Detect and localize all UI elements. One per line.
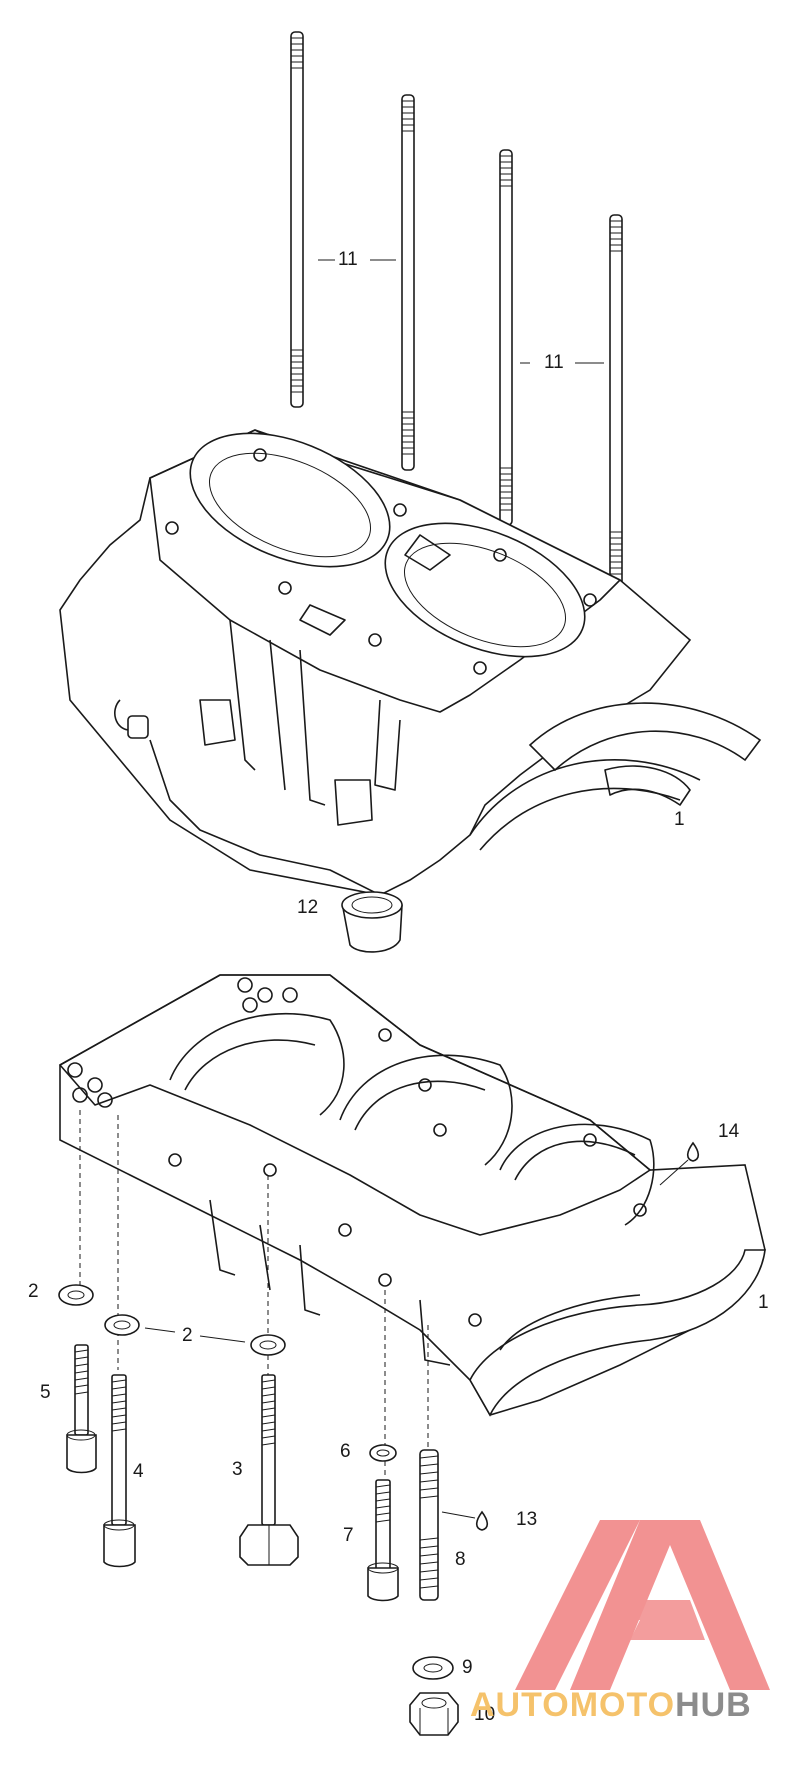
lock-washer-2b	[104, 1314, 140, 1336]
bolt-4	[103, 1374, 136, 1568]
leader-13	[441, 1511, 476, 1519]
watermark-brand: AUTOMOTOHUB	[470, 1686, 752, 1725]
stud-11-b	[401, 94, 415, 471]
lock-washer-2c	[250, 1334, 286, 1356]
sealant-drop-14	[686, 1141, 700, 1162]
callout-8: 8	[455, 1549, 466, 1570]
callout-5: 5	[40, 1382, 51, 1403]
callout-11-a: 11	[338, 249, 358, 270]
sealant-drop-13	[475, 1510, 489, 1531]
callout-1-upper: 1	[674, 809, 685, 830]
callout-10: 10	[474, 1704, 496, 1725]
lower-crankcase	[59, 974, 766, 1417]
callout-11-b: 11	[544, 352, 564, 373]
callout-7: 7	[343, 1525, 354, 1546]
stud-11-c	[499, 149, 513, 526]
callout-13: 13	[516, 1509, 538, 1530]
automotohub-logo-icon	[515, 1520, 770, 1690]
callout-1-lower: 1	[758, 1292, 769, 1313]
stud-11-d	[609, 214, 623, 591]
callout-9: 9	[462, 1657, 473, 1678]
bolt-5	[66, 1344, 97, 1474]
plug-12	[341, 891, 403, 953]
washer-6	[369, 1444, 397, 1462]
callout-12: 12	[297, 897, 319, 918]
bolt-3	[239, 1374, 299, 1566]
callout-2-a: 2	[28, 1281, 39, 1302]
callout-3: 3	[232, 1459, 243, 1480]
watermark-part2: HUB	[675, 1686, 752, 1724]
callout-14: 14	[718, 1121, 740, 1142]
stud-8	[419, 1449, 439, 1601]
lock-washer-2a	[58, 1284, 94, 1306]
callout-2-b: 2	[182, 1325, 193, 1346]
watermark-part1: AUTOMOTO	[470, 1686, 676, 1724]
stud-11-a	[290, 31, 304, 408]
washer-9	[412, 1656, 454, 1680]
upper-crankcase	[59, 429, 762, 896]
leader-14	[659, 1159, 689, 1186]
nut-10	[409, 1692, 459, 1736]
bolt-7	[367, 1479, 399, 1602]
leader-2c	[199, 1335, 246, 1343]
leader-2b	[144, 1327, 176, 1333]
callout-4: 4	[133, 1461, 144, 1482]
callout-6: 6	[340, 1441, 351, 1462]
